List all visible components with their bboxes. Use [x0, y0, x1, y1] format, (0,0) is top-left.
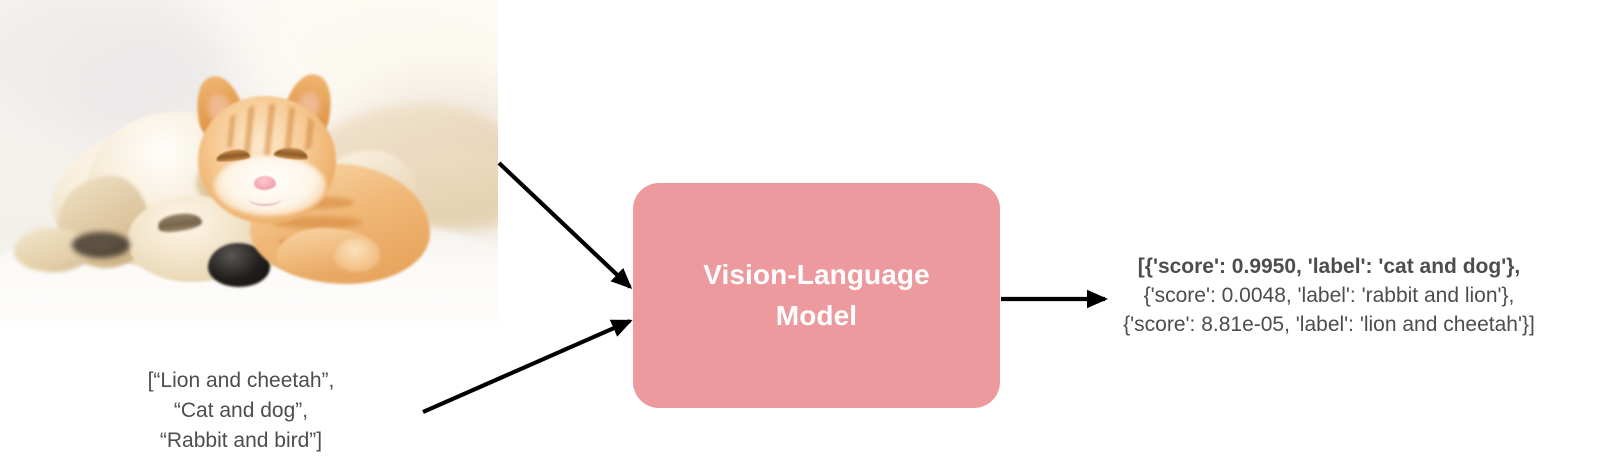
arrow-image-to-model [497, 161, 633, 290]
arrow-text-to-model [422, 319, 633, 414]
model-box-label: Vision-Language Model [703, 258, 930, 331]
model-output-text: [{'score': 0.9950, 'label': 'cat and dog… [1058, 252, 1600, 339]
input-image-thumbnail [0, 0, 498, 327]
output-line-top-prediction: [{'score': 0.9950, 'label': 'cat and dog… [1137, 255, 1521, 278]
output-line-third-prediction: {'score': 8.81e-05, 'label': 'lion and c… [1123, 313, 1535, 336]
kitten-mouth [248, 190, 282, 206]
vision-language-model-box: Vision-Language Model [633, 183, 1000, 408]
puppy-paw-shadow [72, 232, 130, 258]
kitten-paw [334, 238, 380, 272]
kitten-forehead-stripes [222, 104, 318, 156]
kitten-nose [254, 176, 276, 190]
candidate-labels-text: [“Lion and cheetah”, “Cat and dog”, “Rab… [147, 369, 335, 452]
output-line-second-prediction: {'score': 0.0048, 'label': 'rabbit and l… [1143, 284, 1515, 307]
